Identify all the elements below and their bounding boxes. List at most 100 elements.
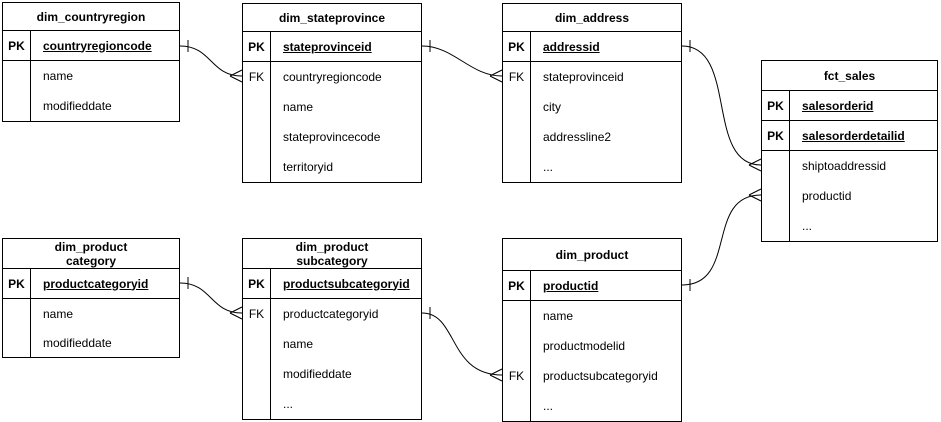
- column-name: name: [283, 100, 314, 114]
- column-name: stateprovinceid: [543, 70, 624, 84]
- column-name: productmodelid: [543, 339, 626, 353]
- column-name: name: [43, 69, 74, 83]
- column-name: productid: [802, 189, 852, 203]
- crow-foot-marker: [489, 69, 503, 83]
- tag-cell: [762, 181, 790, 211]
- relationship-product-fctsales: [681, 188, 762, 291]
- relationship-stateprovince-address: [421, 40, 503, 83]
- table-row: shiptoaddressid: [762, 151, 937, 181]
- pk-badge: PK: [243, 32, 271, 61]
- table-row: modifieddate: [243, 359, 421, 389]
- crow-foot-marker: [489, 368, 503, 382]
- table-row: PK productid: [503, 271, 681, 301]
- pk-badge: PK: [3, 269, 31, 298]
- table-row: PK productcategoryid: [3, 269, 179, 299]
- pk-badge: PK: [503, 271, 531, 300]
- table-row: modifieddate: [3, 91, 179, 121]
- pk-badge: PK: [762, 121, 790, 150]
- column-name: productcategoryid: [283, 307, 379, 321]
- column-name: productid: [543, 278, 599, 293]
- column-name: addressline2: [543, 130, 612, 144]
- table-row: PK countryregioncode: [3, 31, 179, 61]
- tag-cell: [503, 152, 531, 182]
- table-dim-countryregion[interactable]: dim_countryregion PK countryregioncode n…: [2, 2, 180, 122]
- fk-badge: FK: [243, 299, 271, 329]
- column-name: productsubcategoryid: [543, 369, 658, 383]
- pk-badge: PK: [3, 31, 31, 60]
- table-title: dim_countryregion: [3, 3, 179, 31]
- table-fct-sales[interactable]: fct_sales PK salesorderid PK salesorderd…: [761, 60, 938, 242]
- table-dim-productsubcategory[interactable]: dim_product subcategory PK productsubcat…: [242, 238, 422, 420]
- column-name: modifieddate: [283, 367, 352, 381]
- column-name: modifieddate: [43, 335, 112, 350]
- tag-cell: [243, 122, 271, 152]
- table-row: PK salesorderid: [762, 91, 937, 121]
- tag-cell: [762, 151, 790, 181]
- table-title: dim_product: [503, 239, 681, 271]
- column-name: ...: [543, 399, 554, 413]
- tag-cell: [3, 61, 31, 91]
- table-row: ...: [503, 152, 681, 182]
- column-name: addressid: [543, 39, 600, 54]
- table-row: FK stateprovinceid: [503, 62, 681, 92]
- column-name: salesorderdetailid: [802, 128, 905, 143]
- fk-badge: FK: [243, 62, 271, 92]
- table-row: PK productsubcategoryid: [243, 269, 421, 299]
- fk-badge: FK: [503, 62, 531, 92]
- table-title: dim_product subcategory: [243, 239, 421, 269]
- table-row: name: [243, 92, 421, 122]
- table-row: ...: [503, 391, 681, 421]
- relationship-countryregion-stateprovince: [179, 40, 243, 83]
- column-name: name: [283, 337, 314, 351]
- table-dim-address[interactable]: dim_address PK addressid FK stateprovinc…: [502, 3, 682, 183]
- table-row: ...: [762, 211, 937, 241]
- column-name: name: [43, 306, 74, 321]
- fk-badge: FK: [503, 361, 531, 391]
- tag-cell: [3, 91, 31, 121]
- tag-cell: [243, 389, 271, 419]
- table-row: name: [503, 301, 681, 331]
- column-name: ...: [802, 219, 813, 233]
- column-name: name: [543, 309, 574, 323]
- column-name: productcategoryid: [43, 276, 149, 291]
- table-row: stateprovincecode: [243, 122, 421, 152]
- crow-foot-marker: [748, 158, 762, 172]
- column-name: shiptoaddressid: [802, 159, 887, 173]
- tag-cell: [503, 122, 531, 152]
- pk-badge: PK: [762, 91, 790, 120]
- column-name: stateprovinceid: [283, 39, 372, 54]
- tag-cell: [762, 211, 790, 241]
- relationship-category-subcategory: [179, 277, 243, 320]
- pk-badge: PK: [503, 32, 531, 61]
- table-dim-productcategory[interactable]: dim_product category PK productcategoryi…: [2, 238, 180, 358]
- tag-cell: [503, 391, 531, 421]
- tag-cell: [243, 359, 271, 389]
- table-title: dim_product category: [3, 239, 179, 269]
- table-dim-product[interactable]: dim_product PK productid name productmod…: [502, 238, 682, 422]
- column-name: ...: [283, 397, 294, 411]
- crow-foot-marker: [229, 306, 243, 320]
- column-name: productsubcategoryid: [283, 276, 410, 291]
- table-row: ...: [243, 389, 421, 419]
- table-row: addressline2: [503, 122, 681, 152]
- table-row: PK addressid: [503, 32, 681, 62]
- column-name: countryregioncode: [283, 70, 382, 84]
- table-dim-stateprovince[interactable]: dim_stateprovince PK stateprovinceid FK …: [242, 3, 422, 183]
- column-name: salesorderid: [802, 98, 874, 113]
- tag-cell: [243, 152, 271, 182]
- tag-cell: [3, 328, 31, 357]
- relationship-subcategory-product: [421, 307, 503, 382]
- pk-badge: PK: [243, 269, 271, 298]
- table-row: PK stateprovinceid: [243, 32, 421, 62]
- table-row: FK productcategoryid: [243, 299, 421, 329]
- table-title: dim_stateprovince: [243, 4, 421, 32]
- table-row: productid: [762, 181, 937, 211]
- table-row: productmodelid: [503, 331, 681, 361]
- table-row: name: [3, 299, 179, 328]
- column-name: ...: [543, 160, 554, 174]
- column-name: countryregioncode: [43, 38, 152, 53]
- table-row: PK salesorderdetailid: [762, 121, 937, 151]
- table-row: modifieddate: [3, 328, 179, 357]
- table-title: dim_address: [503, 4, 681, 32]
